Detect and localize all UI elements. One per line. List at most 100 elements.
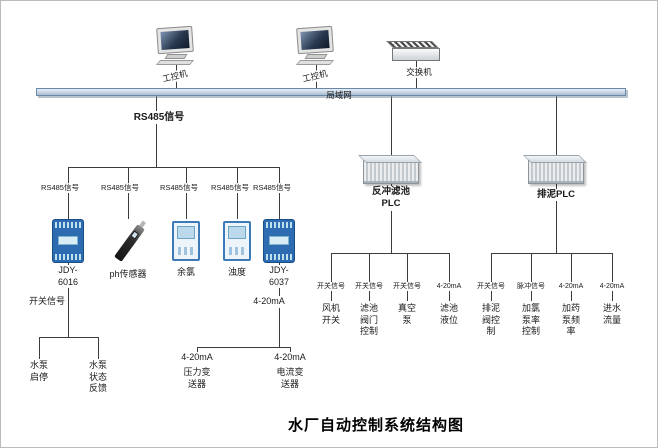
- device-label-jdy6037: JDY- 6037: [267, 265, 291, 289]
- rs485-branch-label: RS485信号: [252, 183, 292, 193]
- connector-line: [491, 253, 492, 301]
- monitor-glass: [160, 30, 190, 50]
- rs485-main-label: RS485信号: [132, 111, 186, 124]
- channel-signal-label: 开关信号: [316, 282, 346, 292]
- workstation-2-icon: [294, 25, 338, 67]
- connector-line: [39, 337, 40, 359]
- connector-line: [571, 253, 572, 301]
- channel-inlet-flow: 进水 流量: [601, 303, 623, 327]
- ph-pen-body: [114, 224, 145, 262]
- device-label-ph: ph传感器: [108, 269, 148, 281]
- lan-bus: [36, 88, 626, 96]
- keyboard-icon: [295, 60, 335, 65]
- signal-label-switch: 开关信号: [27, 296, 67, 308]
- diagram-title: 水厂自动控制系统结构图: [287, 414, 465, 435]
- signal-label-420ma: 4-20mA: [273, 352, 307, 364]
- turbidity-meter-icon: [223, 221, 251, 261]
- workstation-1-icon: [154, 25, 198, 67]
- switch-front: [392, 48, 440, 61]
- connector-line: [279, 167, 280, 219]
- channel-signal-label: 4-20mA: [557, 282, 585, 292]
- monitor-base: [304, 54, 328, 59]
- plc2-label: 排泥PLC: [535, 189, 577, 202]
- monitor-screen: [296, 25, 334, 55]
- meter-display: [228, 226, 246, 239]
- ph-sensor-icon: [107, 220, 151, 265]
- output-current-transmitter: 电流变 送器: [275, 367, 305, 391]
- network-switch-icon: [386, 41, 442, 62]
- ph-pen: [114, 220, 146, 262]
- meter-buttons: [178, 247, 194, 255]
- monitor-glass: [300, 30, 330, 50]
- channel-vacuum-pump: 真空 泵: [396, 303, 418, 327]
- ph-pen-tip: [139, 220, 146, 228]
- lan-label: 局域网: [326, 90, 352, 100]
- chlorine-meter-icon: [172, 221, 200, 261]
- connector-line: [156, 96, 157, 167]
- device-label-chlorine: 余氯: [175, 267, 197, 279]
- connector-line: [128, 167, 129, 219]
- connector-line: [68, 167, 280, 168]
- workstation-1-label: 工控机: [160, 67, 190, 86]
- plc1-label: 反冲滤池 PLC: [370, 186, 412, 211]
- connector-line: [556, 184, 557, 253]
- output-pressure-transmitter: 压力变 送器: [182, 367, 212, 391]
- connector-line: [531, 253, 532, 301]
- connector-line: [391, 96, 392, 159]
- meter-display: [177, 226, 195, 239]
- meter-buttons: [229, 247, 245, 255]
- channel-signal-label: 脉冲信号: [516, 282, 546, 292]
- connector-line: [237, 167, 238, 219]
- output-pump-startstop: 水泵 启停: [28, 360, 50, 384]
- rs485-branch-label: RS485信号: [100, 183, 140, 193]
- rs485-branch-label: RS485信号: [159, 183, 199, 193]
- connector-line: [290, 347, 291, 352]
- connector-line: [331, 253, 450, 254]
- channel-signal-label: 开关信号: [354, 282, 384, 292]
- output-pump-status: 水泵 状态 反馈: [87, 360, 109, 396]
- connector-line: [98, 337, 99, 359]
- channel-signal-label: 开关信号: [392, 282, 422, 292]
- connector-line: [612, 253, 613, 301]
- plc2-icon: [528, 160, 584, 184]
- connector-line: [197, 347, 291, 348]
- channel-filter-level: 滤池 液位: [438, 303, 460, 327]
- connector-line: [39, 337, 99, 338]
- io-module-jdy6037-icon: [263, 219, 295, 263]
- channel-signal-label: 开关信号: [476, 282, 506, 292]
- switch-ports: [386, 41, 439, 48]
- device-label-turbidity: 浊度: [226, 267, 248, 279]
- connector-line: [186, 167, 187, 219]
- connector-line: [391, 184, 392, 253]
- keyboard-icon: [155, 60, 195, 65]
- monitor-base: [164, 54, 188, 59]
- channel-sludge-valve-control: 排泥 阀控 制: [480, 303, 502, 339]
- connector-line: [197, 347, 198, 352]
- connector-line: [369, 253, 370, 301]
- io-module-jdy6016-icon: [52, 219, 84, 263]
- channel-fan-switch: 风机 开关: [320, 303, 342, 327]
- monitor-screen: [156, 25, 194, 55]
- connector-line: [68, 167, 69, 219]
- switch-label: 交换机: [405, 67, 433, 79]
- signal-label-420ma: 4-20mA: [180, 352, 214, 364]
- plc1-icon: [363, 160, 419, 184]
- rs485-branch-label: RS485信号: [40, 183, 80, 193]
- connector-line: [449, 253, 450, 301]
- connector-line: [491, 253, 613, 254]
- channel-filter-valve-control: 滤池 阀门 控制: [358, 303, 380, 339]
- connector-line: [68, 263, 69, 337]
- channel-signal-label: 4-20mA: [435, 282, 463, 292]
- module-display: [269, 236, 289, 245]
- connector-line: [331, 253, 332, 301]
- connector-line: [556, 96, 557, 159]
- rs485-branch-label: RS485信号: [210, 183, 250, 193]
- device-label-jdy6016: JDY- 6016: [56, 265, 80, 289]
- channel-signal-label: 4-20mA: [598, 282, 626, 292]
- channel-dosing-pump-frequency: 加药 泵频 率: [560, 303, 582, 339]
- signal-label-420ma: 4-20mA: [252, 296, 286, 308]
- module-display: [58, 236, 78, 245]
- workstation-2-label: 工控机: [300, 67, 330, 86]
- channel-chlorine-pump-control: 加氯 泵率 控制: [520, 303, 542, 339]
